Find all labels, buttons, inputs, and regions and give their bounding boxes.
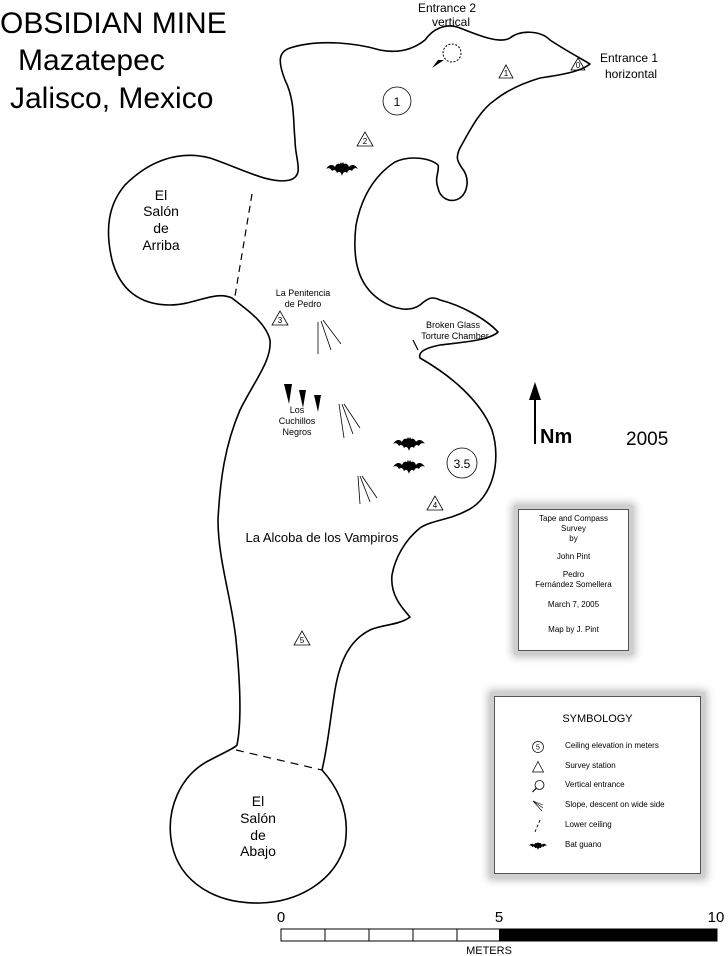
survey-line: Fernández Somellera <box>535 580 612 589</box>
lower-ceiling-abajo <box>235 749 323 771</box>
symbology-legend: SYMBOLOGY 5 Ceiling elevation in meters … <box>494 696 701 874</box>
salon-abajo-label: de <box>250 827 266 843</box>
svg-text:2: 2 <box>363 137 368 146</box>
salon-arriba-label: Salón <box>143 203 179 219</box>
legend-row-ceiling: 5 Ceiling elevation in meters <box>495 740 700 754</box>
north-label: Nm <box>540 426 572 448</box>
penitencia-label: de Pedro <box>285 299 322 309</box>
svg-text:0: 0 <box>576 61 581 70</box>
salon-arriba-label: de <box>153 220 169 236</box>
cuchillos-label: Negros <box>282 427 312 437</box>
legend-row-station: Survey station <box>495 760 700 774</box>
survey-station-4: 4 <box>426 495 444 511</box>
svg-text:1: 1 <box>504 69 509 78</box>
bat-guano-icon <box>393 460 425 474</box>
legend-row-lower-ceiling: Lower ceiling <box>495 819 700 833</box>
svg-text:1: 1 <box>394 95 401 109</box>
survey-info-box: Tape and Compass Survey by John Pint Ped… <box>518 509 629 651</box>
north-arrow-icon <box>529 382 541 444</box>
slope-marker <box>317 319 378 505</box>
legend-label: Vertical entrance <box>565 780 625 789</box>
bat-icon <box>529 842 547 850</box>
vertical-entrance-icon <box>532 780 545 793</box>
symbology-title: SYMBOLOGY <box>562 713 633 725</box>
legend-label: Slope, descent on wide side <box>565 800 665 809</box>
penitencia-label: La Penitencia <box>276 288 331 298</box>
map-title-line1: OBSIDIAN MINE <box>0 7 227 40</box>
scale-bar <box>280 928 718 942</box>
lower-ceiling-icon <box>534 819 541 833</box>
survey-station-5: 5 <box>293 630 311 646</box>
survey-line: Pedro <box>562 570 585 579</box>
entrance2-label-line2: vertical <box>432 15 470 29</box>
legend-row-slope: Slope, descent on wide side <box>495 799 700 813</box>
bat-guano-icon <box>393 437 425 451</box>
svg-text:5: 5 <box>536 745 540 752</box>
vertical-entrance-icon <box>442 43 462 63</box>
ceiling-marker-3-5: 3.5 <box>446 447 478 479</box>
lower-ceiling-arriba <box>234 193 253 297</box>
broken-glass-label: Broken Glass <box>426 320 481 330</box>
svg-text:3: 3 <box>278 316 283 325</box>
svg-text:4: 4 <box>433 501 438 510</box>
scale-tick-0: 0 <box>277 909 285 926</box>
ceiling-marker-1: 1 <box>382 86 412 116</box>
map-year: 2005 <box>626 429 668 450</box>
legend-label: Lower ceiling <box>565 820 612 829</box>
map-title-line3: Jalisco, Mexico <box>10 82 213 115</box>
legend-label: Survey station <box>565 761 616 770</box>
svg-text:5: 5 <box>300 636 305 645</box>
entrance-pointer-icon <box>432 60 444 68</box>
svg-text:3.5: 3.5 <box>454 457 471 471</box>
survey-station-0: 0 <box>570 57 586 71</box>
salon-abajo-label: El <box>252 793 264 809</box>
survey-line: Map by J. Pint <box>548 625 599 634</box>
survey-station-2: 2 <box>356 131 374 147</box>
survey-station-icon <box>531 760 545 773</box>
survey-station-1: 1 <box>498 64 514 79</box>
broken-glass-label: Torture Chamber <box>421 331 489 341</box>
survey-line: Survey <box>561 524 586 533</box>
legend-label: Ceiling elevation in meters <box>565 741 659 750</box>
alcoba-label: La Alcoba de los Vampiros <box>246 530 399 545</box>
salon-arriba-label: Arriba <box>142 237 180 253</box>
entrance1-label-line2: horizontal <box>605 67 657 81</box>
survey-line: by <box>569 534 578 543</box>
entrance1-label-line1: Entrance 1 <box>600 51 658 65</box>
black-knives-icon <box>284 384 321 412</box>
bat-guano-icon <box>326 162 358 176</box>
cuchillos-label: Los <box>290 405 305 415</box>
map-title-line2: Mazatepec <box>18 44 165 77</box>
survey-line: March 7, 2005 <box>547 600 600 609</box>
cuchillos-label: Cuchillos <box>279 416 316 426</box>
legend-row-bat-guano: Bat guano <box>495 839 700 853</box>
scale-tick-5: 5 <box>495 909 503 926</box>
lower-ceiling-broken-glass <box>412 339 419 351</box>
salon-arriba-label: El <box>155 187 167 203</box>
ceiling-elevation-icon: 5 <box>532 741 544 753</box>
survey-station-3: 3 <box>271 310 289 326</box>
survey-line: John Pint <box>556 552 591 561</box>
entrance2-label-line1: Entrance 2 <box>418 1 476 15</box>
cave-outline <box>107 25 591 904</box>
slope-icon <box>532 800 544 812</box>
legend-label: Bat guano <box>565 840 602 849</box>
survey-line: Tape and Compass <box>539 514 608 523</box>
scale-units: METERS <box>466 945 512 956</box>
legend-row-vertical-entrance: Vertical entrance <box>495 779 700 793</box>
salon-abajo-label: Salón <box>240 810 276 826</box>
scale-tick-10: 10 <box>708 909 725 926</box>
salon-abajo-label: Abajo <box>240 843 276 859</box>
